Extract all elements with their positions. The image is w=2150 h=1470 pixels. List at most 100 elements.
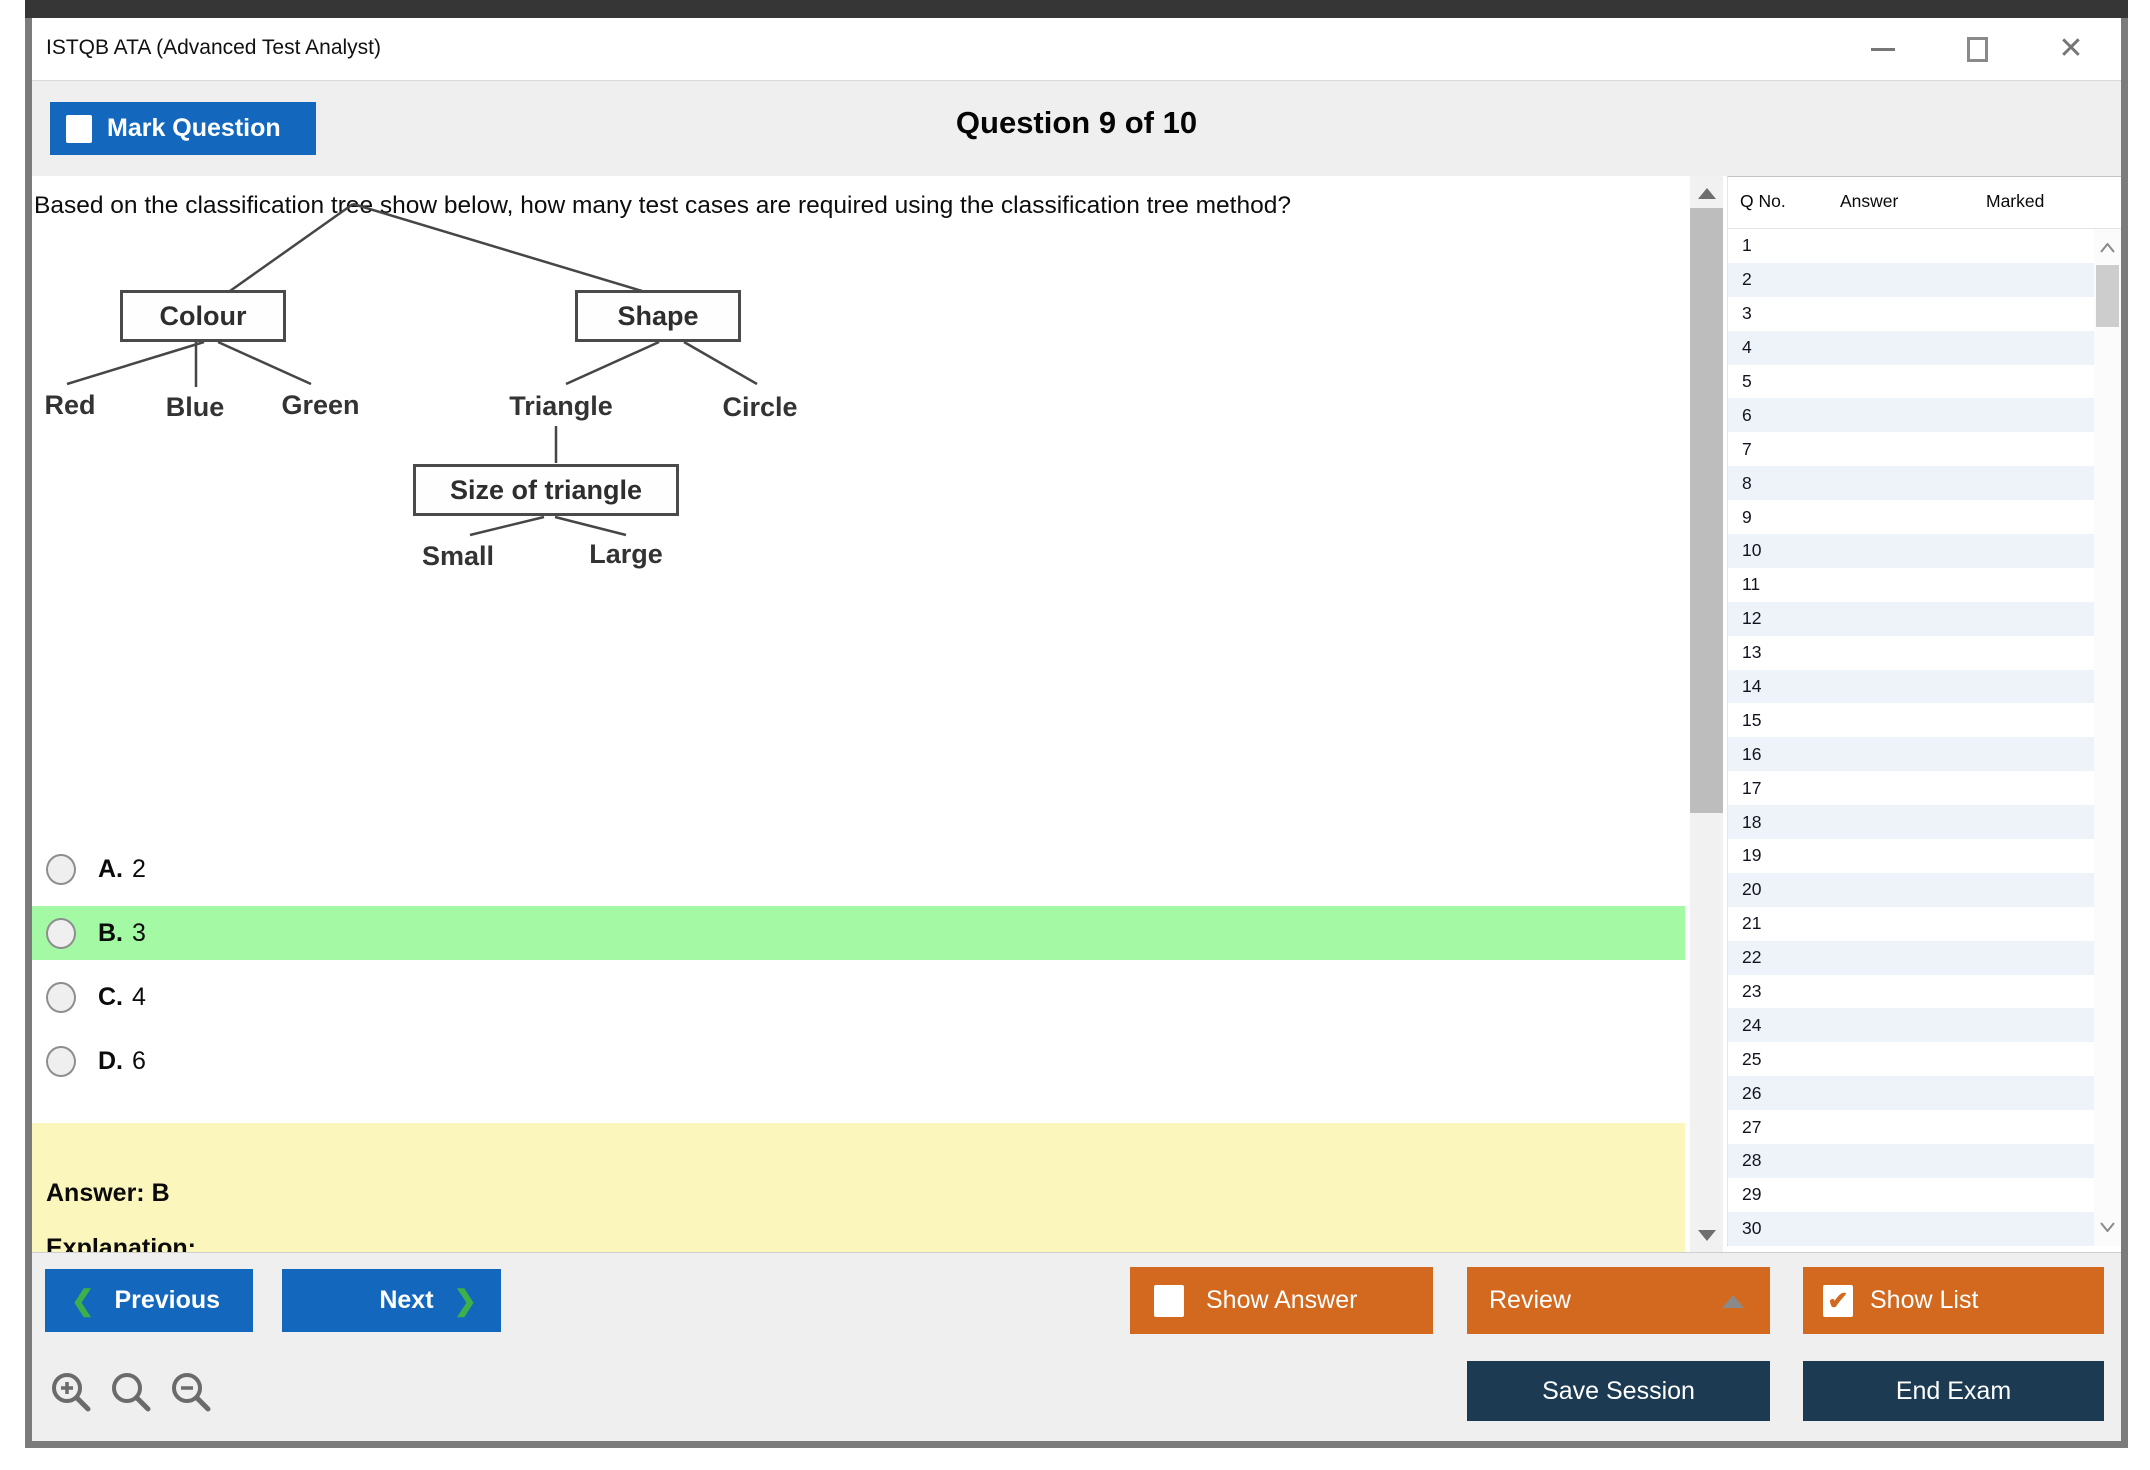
row-question-number: 7 bbox=[1742, 438, 1752, 459]
question-list-row[interactable]: 28 bbox=[1728, 1144, 2095, 1178]
tree-node-colour: Colour bbox=[120, 290, 286, 342]
option-value: 4 bbox=[132, 982, 146, 1011]
tree-leaf-large: Large bbox=[589, 539, 663, 569]
show-list-label: Show List bbox=[1870, 1286, 1979, 1314]
answer-option[interactable]: A. 2 bbox=[32, 842, 1685, 896]
question-list-row[interactable]: 25 bbox=[1728, 1042, 2095, 1076]
question-list-row[interactable]: 21 bbox=[1728, 907, 2095, 941]
row-question-number: 28 bbox=[1742, 1150, 1762, 1171]
top-strip bbox=[25, 0, 2128, 18]
question-list-row[interactable]: 26 bbox=[1728, 1076, 2095, 1111]
row-question-number: 4 bbox=[1742, 337, 1752, 358]
row-question-number: 27 bbox=[1742, 1116, 1762, 1137]
question-list-row[interactable]: 13 bbox=[1728, 636, 2095, 670]
question-list-row[interactable]: 22 bbox=[1728, 940, 2095, 975]
question-list-row[interactable]: 8 bbox=[1728, 466, 2095, 501]
radio-button[interactable] bbox=[46, 917, 76, 949]
tree-leaf-blue: Blue bbox=[165, 392, 225, 422]
previous-label: Previous bbox=[114, 1286, 221, 1314]
question-list-row[interactable]: 23 bbox=[1728, 975, 2095, 1009]
mark-question-button[interactable]: Mark Question bbox=[50, 102, 316, 155]
question-list-row[interactable]: 15 bbox=[1728, 703, 2095, 737]
row-question-number: 14 bbox=[1742, 676, 1762, 697]
options-list: A. 2 B. 3 C. 4 D. 6 bbox=[32, 842, 1685, 1098]
minimize-button[interactable] bbox=[1867, 33, 1899, 65]
show-answer-button[interactable]: Show Answer bbox=[1130, 1267, 1433, 1334]
content-scrollbar[interactable] bbox=[1690, 176, 1723, 1252]
list-scroll-up-button[interactable] bbox=[2094, 233, 2121, 263]
answer-option[interactable]: D. 6 bbox=[32, 1034, 1685, 1088]
option-letter: A. bbox=[98, 854, 123, 883]
chevron-up-icon bbox=[2100, 243, 2115, 253]
radio-button[interactable] bbox=[46, 981, 76, 1013]
question-list-row[interactable]: 27 bbox=[1728, 1110, 2095, 1144]
question-list-row[interactable]: 11 bbox=[1728, 568, 2095, 602]
question-list-row[interactable]: 7 bbox=[1728, 432, 2095, 466]
question-list-row[interactable]: 6 bbox=[1728, 398, 2095, 433]
question-list-row[interactable]: 16 bbox=[1728, 737, 2095, 772]
save-session-label: Save Session bbox=[1542, 1376, 1695, 1405]
question-list-sidebar: Q No. Answer Marked 1 2 3 4 5 6 bbox=[1685, 176, 2121, 1252]
classification-tree: Colour Shape Size of triangle Red Blue G… bbox=[38, 200, 1218, 590]
tree-leaf-circle: Circle bbox=[722, 392, 798, 422]
show-answer-checkbox[interactable] bbox=[1154, 1284, 1184, 1317]
bottom-toolbar: ❮ Previous Next ❯ Show Answer Review ✔ S… bbox=[32, 1252, 2121, 1441]
next-button[interactable]: Next ❯ bbox=[282, 1269, 501, 1332]
question-list: 1 2 3 4 5 6 7 8 9 bbox=[1728, 229, 2095, 1246]
question-list-row[interactable]: 12 bbox=[1728, 601, 2095, 636]
show-list-button[interactable]: ✔ Show List bbox=[1803, 1267, 2104, 1334]
window-controls: ✕ bbox=[1867, 18, 2087, 80]
end-exam-label: End Exam bbox=[1895, 1376, 2012, 1405]
answer-option[interactable]: B. 3 bbox=[32, 906, 1685, 960]
scroll-down-button[interactable] bbox=[1690, 1220, 1723, 1250]
maximize-icon bbox=[1966, 36, 1988, 62]
question-list-row[interactable]: 9 bbox=[1728, 500, 2095, 534]
window-title: ISTQB ATA (Advanced Test Analyst) bbox=[46, 36, 381, 59]
row-question-number: 2 bbox=[1742, 269, 1752, 290]
show-list-checkbox[interactable]: ✔ bbox=[1823, 1284, 1853, 1317]
zoom-in-icon[interactable] bbox=[48, 1369, 94, 1415]
question-list-row[interactable]: 24 bbox=[1728, 1008, 2095, 1043]
option-letter: D. bbox=[98, 1046, 123, 1075]
question-list-row[interactable]: 3 bbox=[1728, 297, 2095, 331]
column-header-answer: Answer bbox=[1840, 191, 1899, 211]
close-button[interactable]: ✕ bbox=[2055, 33, 2087, 65]
previous-button[interactable]: ❮ Previous bbox=[45, 1269, 253, 1332]
answer-option[interactable]: C. 4 bbox=[32, 970, 1685, 1024]
question-list-row[interactable]: 29 bbox=[1728, 1178, 2095, 1212]
question-list-row[interactable]: 4 bbox=[1728, 330, 2095, 365]
magnifier-icon[interactable] bbox=[108, 1369, 154, 1415]
row-question-number: 18 bbox=[1742, 811, 1762, 832]
question-list-row[interactable]: 2 bbox=[1728, 262, 2095, 297]
question-list-row[interactable]: 18 bbox=[1728, 805, 2095, 840]
list-scrollbar[interactable] bbox=[2094, 229, 2121, 1246]
zoom-out-icon[interactable] bbox=[168, 1369, 214, 1415]
option-value: 2 bbox=[132, 854, 146, 883]
maximize-button[interactable] bbox=[1961, 33, 1993, 65]
end-exam-button[interactable]: End Exam bbox=[1803, 1361, 2104, 1421]
mark-question-checkbox[interactable] bbox=[66, 114, 92, 143]
question-list-row[interactable]: 17 bbox=[1728, 771, 2095, 805]
review-button[interactable]: Review bbox=[1467, 1267, 1770, 1334]
row-question-number: 15 bbox=[1742, 709, 1762, 730]
question-list-row[interactable]: 30 bbox=[1728, 1211, 2095, 1246]
content-scrollbar-thumb[interactable] bbox=[1690, 208, 1723, 813]
save-session-button[interactable]: Save Session bbox=[1467, 1361, 1770, 1421]
radio-button[interactable] bbox=[46, 1045, 76, 1077]
row-question-number: 20 bbox=[1742, 879, 1762, 900]
list-scroll-down-button[interactable] bbox=[2094, 1212, 2121, 1242]
title-bar: ISTQB ATA (Advanced Test Analyst) ✕ bbox=[32, 18, 2121, 80]
question-list-row[interactable]: 19 bbox=[1728, 839, 2095, 873]
row-question-number: 1 bbox=[1742, 235, 1752, 256]
chevron-down-icon bbox=[2100, 1222, 2115, 1232]
list-scrollbar-thumb[interactable] bbox=[2096, 265, 2119, 327]
question-list-row[interactable]: 20 bbox=[1728, 872, 2095, 907]
question-list-row[interactable]: 5 bbox=[1728, 365, 2095, 399]
radio-button[interactable] bbox=[46, 853, 76, 885]
app-window: ISTQB ATA (Advanced Test Analyst) ✕ Mark… bbox=[25, 18, 2128, 1448]
triangle-down-icon bbox=[1697, 1229, 1716, 1241]
question-list-row[interactable]: 10 bbox=[1728, 534, 2095, 568]
question-list-row[interactable]: 1 bbox=[1728, 229, 2095, 263]
question-list-row[interactable]: 14 bbox=[1728, 669, 2095, 704]
scroll-up-button[interactable] bbox=[1690, 178, 1723, 208]
